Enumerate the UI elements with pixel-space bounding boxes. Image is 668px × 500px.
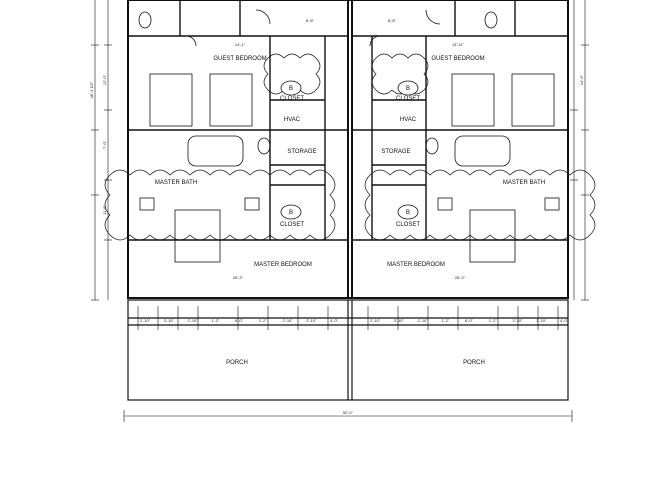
- porch-dimension-label: 6'-0": [465, 318, 474, 323]
- outer-dimension-lines: [91, 0, 589, 422]
- closet-b-marker-upper-right: [397, 80, 419, 96]
- dimension-guest-right: 13'-11": [452, 42, 465, 47]
- room-label-guest-bedroom-right: GUEST BEDROOM: [431, 56, 484, 62]
- dimension-side-c: 11'-6": [102, 204, 107, 214]
- porch-dimension-label: 1'-2": [441, 318, 450, 323]
- porch-dimension-label: 2'-10": [306, 318, 317, 323]
- closet-mark-text: B: [289, 210, 293, 216]
- porch-dimension-ticks: [137, 306, 559, 330]
- room-label-closet: CLOSET: [280, 96, 304, 102]
- porch-dimension-label: 2'-10": [283, 318, 294, 323]
- porch-dimension-label: 1'-2": [259, 318, 268, 323]
- porch-dimension-label: 3'-10": [394, 318, 405, 323]
- porch-dimension-label: 3'-10": [164, 318, 175, 323]
- dimension-overall-height: 48'-3 1/2": [89, 81, 94, 98]
- dimension-guest-left: 14'-1": [235, 42, 246, 47]
- closet-b-marker-lower-right: [397, 204, 419, 220]
- room-label-porch-right: PORCH: [463, 360, 485, 366]
- furniture: [138, 9, 560, 263]
- dimension-side-a: 12'-0": [102, 74, 107, 85]
- closet-markers: [280, 80, 419, 220]
- room-label-hvac-left: HVAC: [284, 117, 301, 123]
- exterior-walls: [127, 0, 569, 299]
- dimension-side-b: 7'-0": [102, 140, 107, 149]
- porch-dimension-label: 2'-10": [188, 318, 199, 323]
- closet-mark-text: B: [406, 210, 410, 216]
- porch-dimension-label: 2'-10": [418, 318, 429, 323]
- porch-dimension-label: 1'-2": [211, 318, 220, 323]
- dimension-side-d: 14'-6": [579, 74, 584, 85]
- dimension-top-left: 8'-8": [306, 18, 315, 23]
- closet-b-marker-lower-left: [280, 204, 302, 220]
- revision-clouds: [104, 53, 596, 241]
- dimension-top-right: 8'-8": [388, 18, 397, 23]
- dimension-overall-width: 52'-0": [343, 410, 354, 415]
- porch-dimension-label: 1'-2": [489, 318, 498, 323]
- porch-dimension-label: 2'-10": [370, 318, 381, 323]
- porch-dimension-label: 2'-10": [513, 318, 524, 323]
- room-label-master-bath-right: MASTER BATH: [503, 180, 545, 186]
- room-label-storage-left: STORAGE: [287, 149, 316, 155]
- porch-structure: [127, 299, 569, 401]
- porch-dimension-label: 2'-10": [536, 318, 547, 323]
- room-label-hvac-right: HVAC: [400, 117, 417, 123]
- porch-dimension-label: 2'-10": [140, 318, 151, 323]
- porch-dimension-label: 6'-0": [235, 318, 244, 323]
- dimension-master-bed-left: 26'-3": [233, 275, 244, 280]
- room-label-closet: CLOSET: [280, 222, 304, 228]
- room-label-master-bedroom-right: MASTER BEDROOM: [387, 262, 445, 268]
- porch-dimension-label: 4'-0": [560, 318, 569, 323]
- room-label-closet: CLOSET: [396, 96, 420, 102]
- closet-mark-text: B: [406, 86, 410, 92]
- room-label-storage-right: STORAGE: [381, 149, 410, 155]
- room-label-guest-bedroom-left: GUEST BEDROOM: [213, 56, 266, 62]
- closet-mark-text: B: [289, 86, 293, 92]
- dimension-master-bed-right: 26'-3": [455, 275, 466, 280]
- room-label-porch-left: PORCH: [226, 360, 248, 366]
- room-label-master-bedroom-left: MASTER BEDROOM: [254, 262, 312, 268]
- porch-dimension-label: 4'-0": [330, 318, 339, 323]
- room-label-closet: CLOSET: [396, 222, 420, 228]
- room-label-master-bath-left: MASTER BATH: [155, 180, 197, 186]
- closet-b-marker-upper-left: [280, 80, 302, 96]
- porch-dimension-labels: 2'-10" 2'-10" 3'-10" 3'-10" 2'-10" 2'-10" 1'-2…: [140, 318, 569, 323]
